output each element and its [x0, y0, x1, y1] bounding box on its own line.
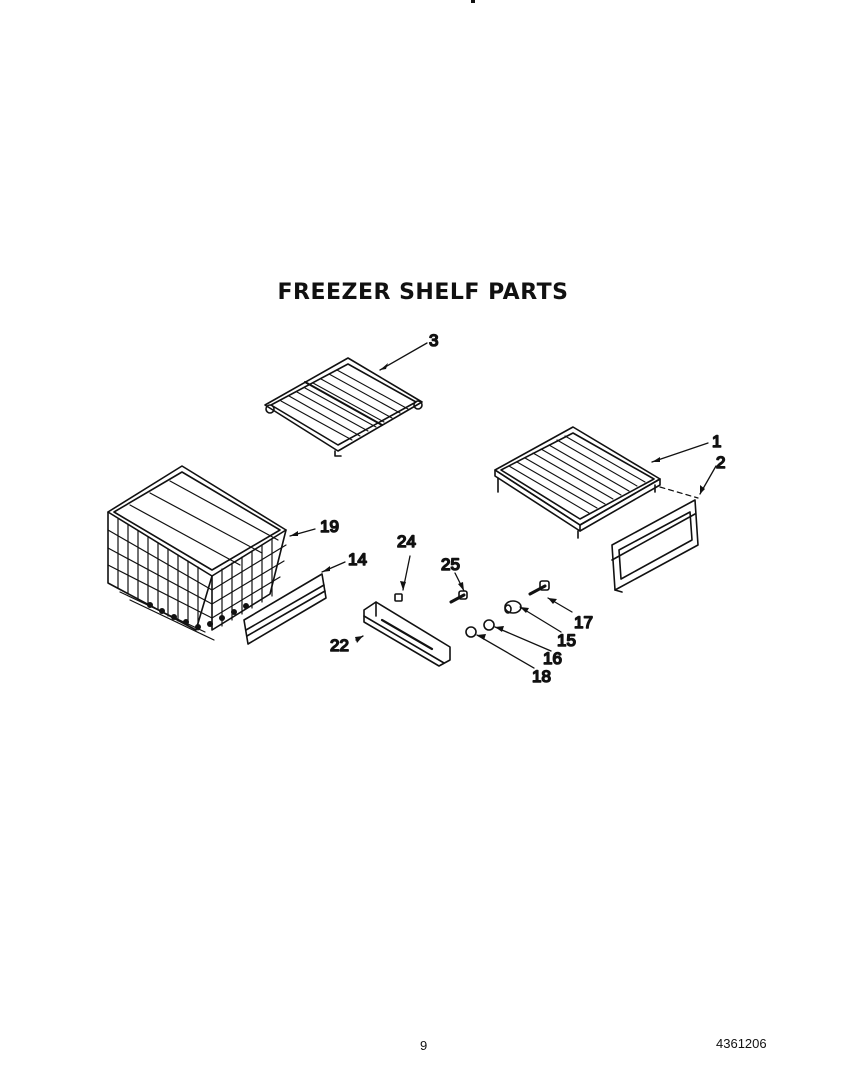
callout-22: 22 [330, 636, 349, 655]
leader-lines [289, 342, 717, 669]
wire-shelf-part [264, 357, 423, 457]
callout-17: 17 [574, 613, 593, 632]
callout-15: 15 [557, 631, 576, 650]
scan-mark [471, 0, 475, 3]
shelf-front-trim-part [611, 499, 699, 593]
callout-16: 16 [543, 649, 562, 668]
wire-basket-part [107, 465, 287, 641]
shelf-rail-part [363, 601, 451, 667]
callout-18: 18 [532, 667, 551, 686]
callout-24: 24 [397, 532, 416, 551]
callout-3: 3 [429, 331, 438, 350]
callout-1: 1 [712, 432, 721, 451]
document-number: 4361206 [716, 1036, 767, 1051]
shelf-part [494, 426, 661, 539]
nut-part-18 [465, 626, 477, 638]
page-title: FREEZER SHELF PARTS [277, 280, 569, 305]
callout-14: 14 [348, 550, 367, 569]
page-number: 9 [420, 1038, 428, 1053]
callout-2: 2 [716, 453, 725, 472]
callout-19: 19 [320, 517, 339, 536]
screw-part-25 [449, 590, 468, 604]
basket-trim-part [243, 573, 327, 645]
bolt-part-17 [528, 580, 550, 596]
washer-part-16 [483, 619, 495, 631]
spacer-part-15 [504, 600, 522, 614]
callout-25: 25 [441, 555, 460, 574]
screw-part-24 [394, 593, 403, 602]
